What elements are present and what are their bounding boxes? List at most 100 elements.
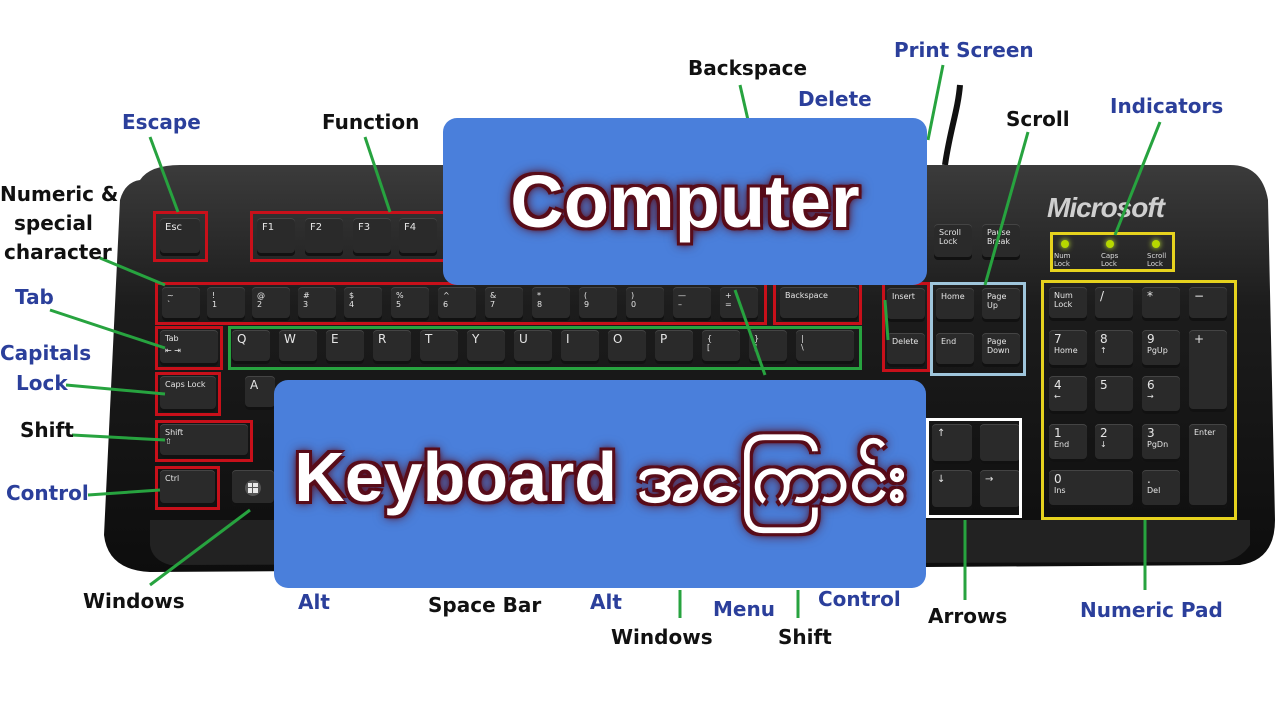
key-5[interactable]: %5	[391, 287, 429, 321]
numeric-special-label: Numeric & special character	[0, 182, 119, 264]
home-key[interactable]: Home	[936, 288, 974, 322]
arrow-blank-key[interactable]	[980, 424, 1020, 464]
key-backslash[interactable]: |\	[796, 330, 854, 364]
key-t[interactable]: T	[420, 330, 458, 364]
ctrl-key[interactable]: Ctrl	[160, 470, 215, 506]
subtitle-banner: Keyboard အကြောင်း	[274, 380, 926, 588]
alpha-keys-outline	[228, 326, 862, 370]
keyboard: Microsoft	[95, 155, 1280, 575]
function-label: Function	[322, 110, 420, 134]
space-bar-label: Space Bar	[428, 593, 542, 617]
windows-key[interactable]	[232, 470, 274, 506]
arrows-label: Arrows	[928, 604, 1008, 628]
scroll-lock-led	[1152, 240, 1160, 248]
key-y[interactable]: Y	[467, 330, 505, 364]
key-8[interactable]: *8	[532, 287, 570, 321]
numpad-8-key[interactable]: 8↑	[1095, 330, 1133, 368]
control-left-label: Control	[6, 481, 89, 505]
shift-left-label: Shift	[20, 418, 74, 442]
key-7[interactable]: &7	[485, 287, 523, 321]
f3-key[interactable]: F3	[353, 218, 391, 256]
key-tilde[interactable]: ~`	[162, 287, 200, 321]
control-right-label: Control	[818, 587, 901, 611]
indicators-label: Indicators	[1110, 94, 1224, 118]
esc-key[interactable]: Esc	[160, 218, 200, 256]
key-4[interactable]: $4	[344, 287, 382, 321]
numpad-enter-key[interactable]: Enter	[1189, 424, 1227, 508]
key-3[interactable]: #3	[298, 287, 336, 321]
print-screen-label: Print Screen	[894, 38, 1034, 62]
numpad-slash-key[interactable]: /	[1095, 287, 1133, 321]
key-bracket-open[interactable]: {[	[702, 330, 740, 364]
indicators-outline	[1050, 232, 1175, 272]
numpad-minus-key[interactable]: −	[1189, 287, 1227, 321]
arrows-outline	[926, 418, 1022, 518]
caps-lock-key[interactable]: Caps Lock	[160, 376, 216, 412]
numpad-plus-key[interactable]: +	[1189, 330, 1227, 412]
key-e[interactable]: E	[326, 330, 364, 364]
key-o[interactable]: O	[608, 330, 646, 364]
menu-label: Menu	[713, 597, 775, 621]
shift-key[interactable]: Shift⇧	[160, 424, 248, 458]
windows-right-label: Windows	[611, 625, 713, 649]
numpad-4-key[interactable]: 4←	[1049, 376, 1087, 414]
key-0[interactable]: )0	[626, 287, 664, 321]
numpad-6-key[interactable]: 6→	[1142, 376, 1180, 414]
arrow-right-key[interactable]: →	[980, 470, 1020, 510]
arrow-down-key[interactable]: ↓	[932, 470, 972, 510]
key-q[interactable]: Q	[232, 330, 270, 364]
backspace-key[interactable]: Backspace	[780, 287, 858, 321]
delete-label: Delete	[798, 87, 872, 111]
backspace-label: Backspace	[688, 56, 808, 80]
numpad-star-key[interactable]: *	[1142, 287, 1180, 321]
arrow-up-key[interactable]: ↑	[932, 424, 972, 464]
f1-key[interactable]: F1	[257, 218, 295, 256]
numpad-outline	[1041, 280, 1237, 520]
num-lock-led	[1061, 240, 1069, 248]
numpad-2-key[interactable]: 2↓	[1095, 424, 1133, 462]
key-p[interactable]: P	[655, 330, 693, 364]
key-minus[interactable]: —–	[673, 287, 711, 321]
key-i[interactable]: I	[561, 330, 599, 364]
escape-label: Escape	[122, 110, 201, 134]
delete-key[interactable]: Delete	[887, 333, 925, 367]
key-a[interactable]: A	[245, 376, 275, 410]
f4-key[interactable]: F4	[399, 218, 437, 256]
caps-lock-led	[1106, 240, 1114, 248]
f2-key[interactable]: F2	[305, 218, 343, 256]
key-6[interactable]: ^6	[438, 287, 476, 321]
tab-key[interactable]: Tab⇤ ⇥	[160, 330, 218, 366]
alt-left-label: Alt	[298, 590, 330, 614]
numpad-dot-key[interactable]: .Del	[1142, 470, 1180, 508]
key-9[interactable]: (9	[579, 287, 617, 321]
escape-group-outline	[153, 211, 208, 262]
key-1[interactable]: !1	[207, 287, 245, 321]
key-u[interactable]: U	[514, 330, 552, 364]
key-2[interactable]: @2	[252, 287, 290, 321]
home-end-outline	[930, 282, 1026, 376]
insert-key[interactable]: Insert	[887, 288, 925, 322]
alt-right-label: Alt	[590, 590, 622, 614]
banner-subtitle: Keyboard အကြောင်း	[294, 437, 906, 516]
capitals-lock-label: Capitals Lock	[0, 341, 92, 395]
key-w[interactable]: W	[279, 330, 317, 364]
banner-title: Computer	[510, 160, 860, 243]
microsoft-logo: Microsoft	[1047, 192, 1165, 223]
end-key[interactable]: End	[936, 333, 974, 367]
key-r[interactable]: R	[373, 330, 411, 364]
numpad-5-key[interactable]: 5	[1095, 376, 1133, 414]
